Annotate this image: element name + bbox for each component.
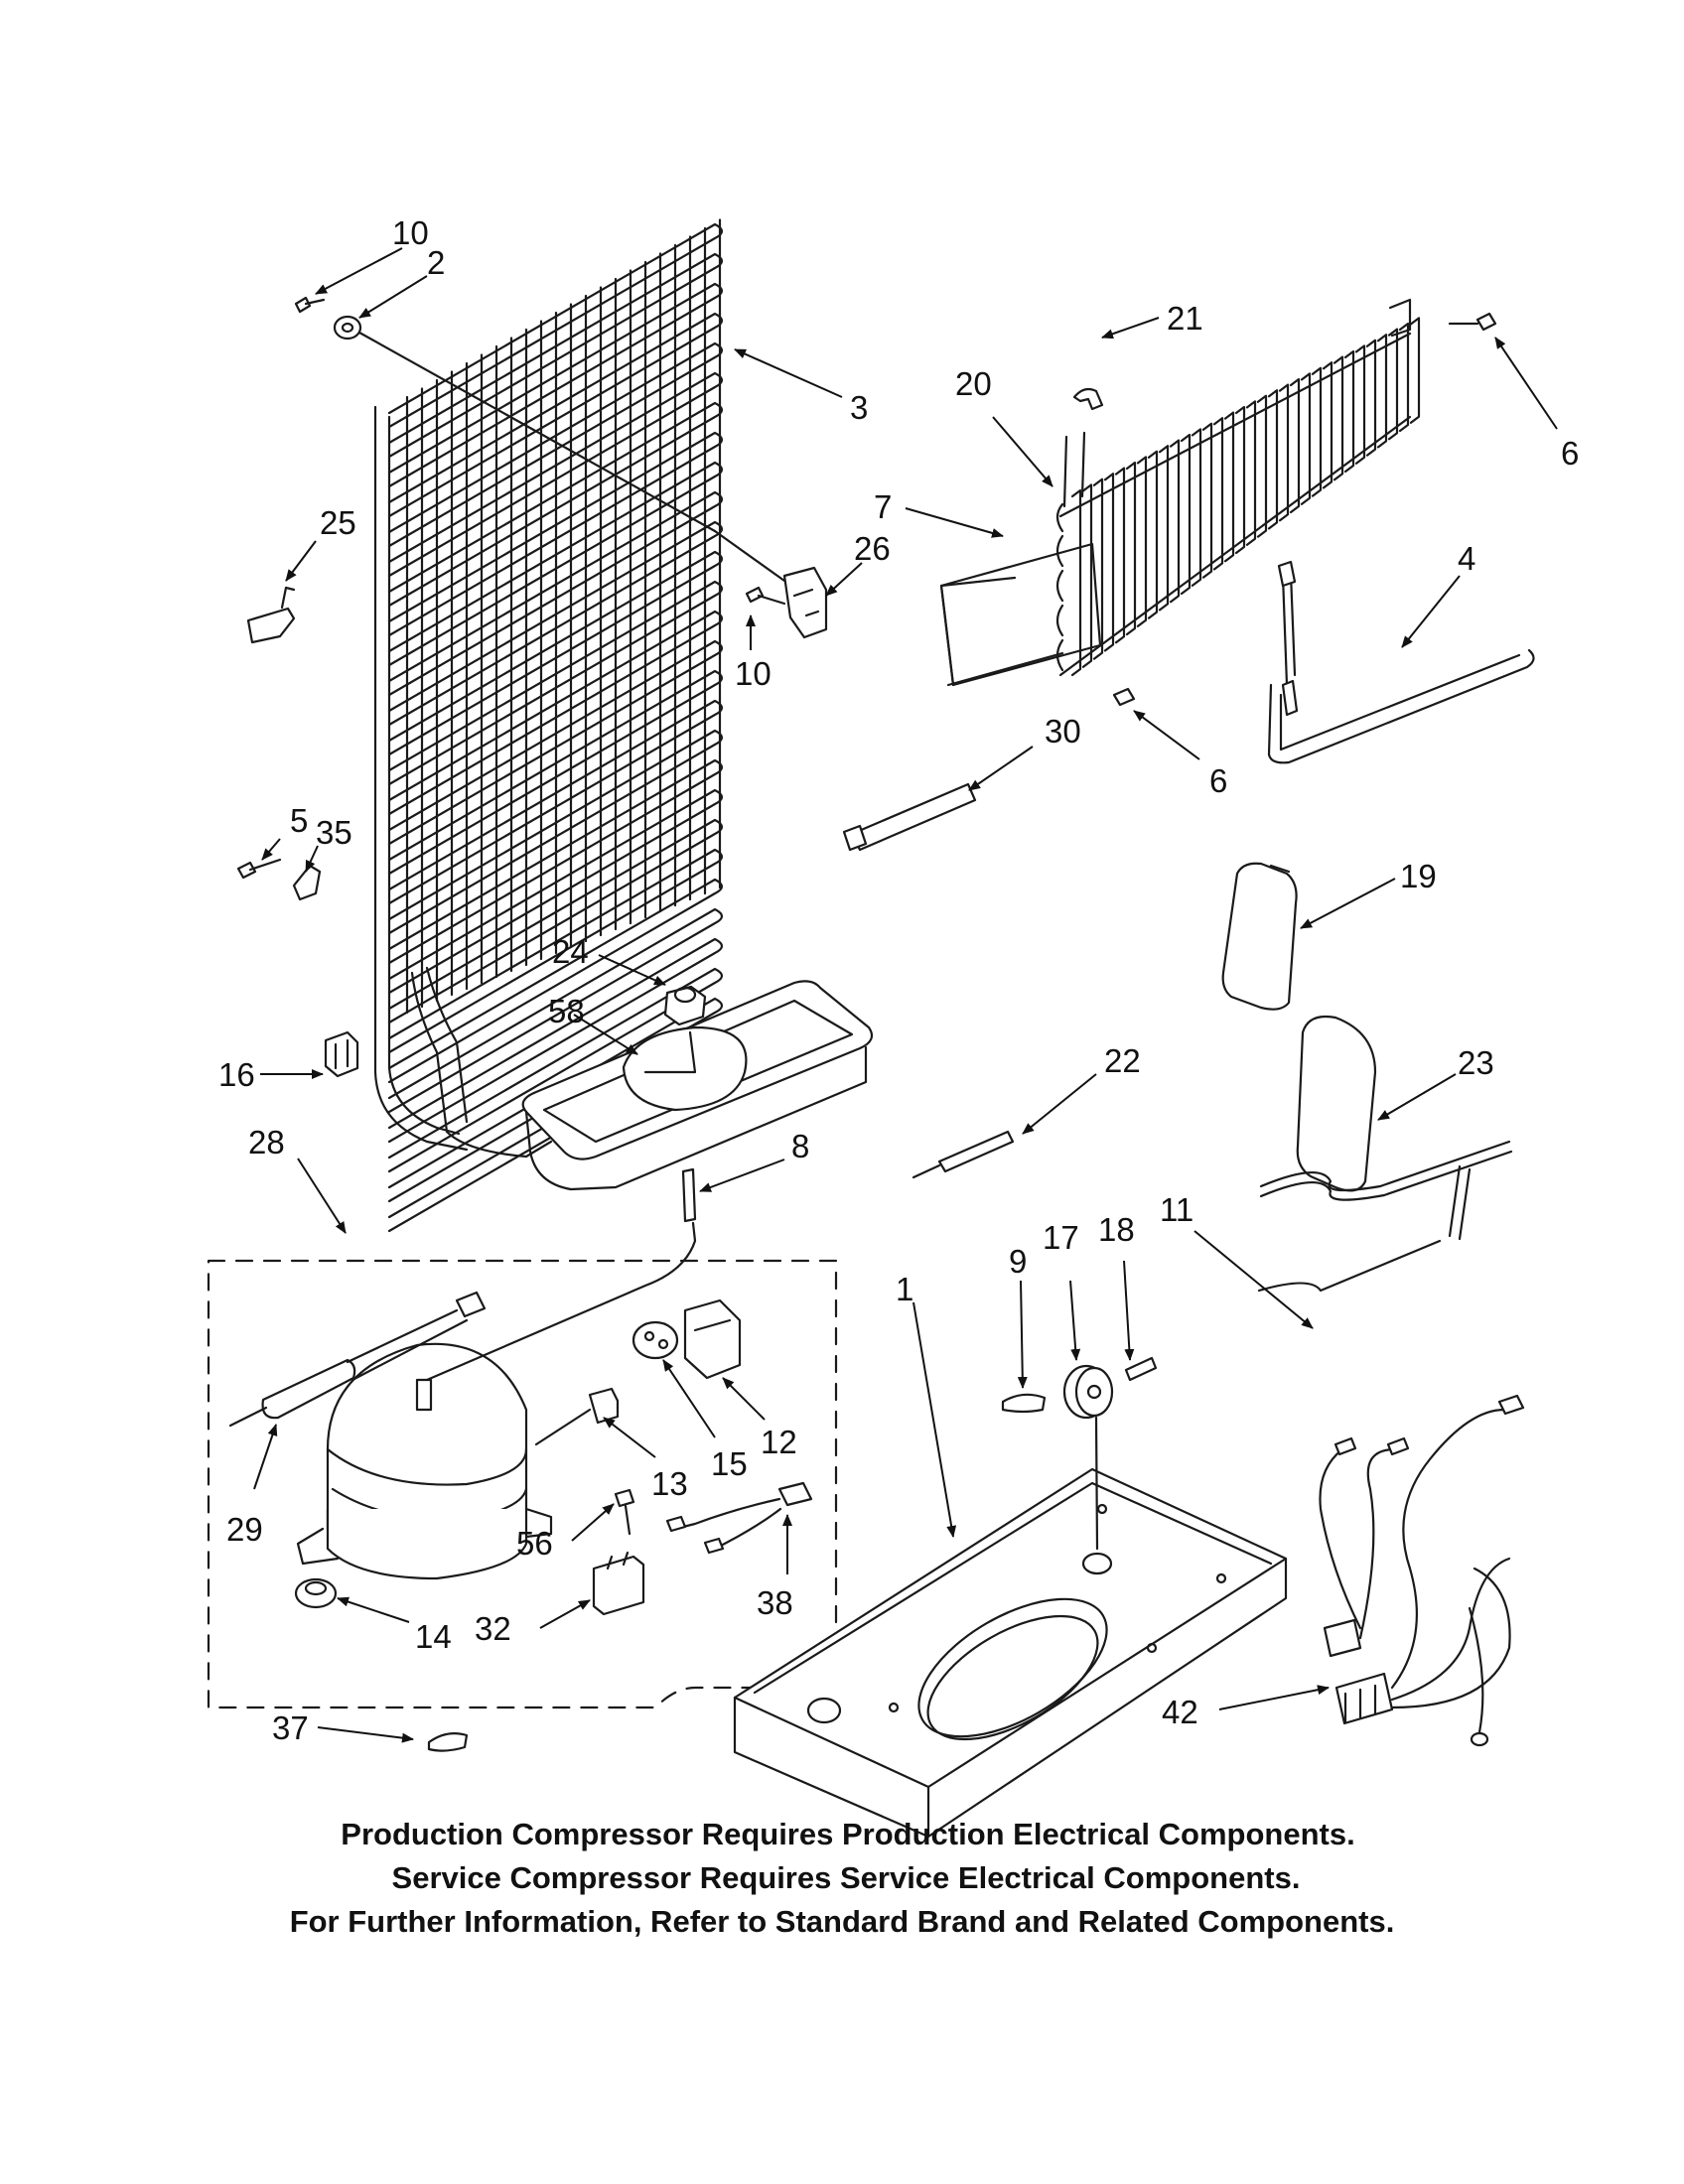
tube-22 [912, 1130, 1015, 1179]
callout-4: 4 [1458, 540, 1475, 577]
callout-58: 58 [548, 993, 585, 1029]
callout-37: 37 [272, 1709, 309, 1746]
clip-16 [324, 1030, 359, 1078]
relay-15 [632, 1320, 679, 1360]
callout-6: 6 [1209, 762, 1227, 799]
clip-37 [427, 1732, 469, 1752]
drain-pan [521, 980, 874, 1223]
callout-21: 21 [1167, 300, 1203, 337]
thermistor [842, 782, 977, 852]
callout-30: 30 [1045, 713, 1081, 750]
callout-labels: 10 2 3 25 26 10 5 35 24 58 16 28 8 20 21… [218, 214, 1579, 1746]
overload-12 [683, 1298, 742, 1380]
clip-25 [246, 586, 296, 644]
clip-13 [534, 1387, 620, 1446]
callout-7: 7 [874, 488, 892, 525]
callout-14: 14 [415, 1618, 452, 1655]
process-tube [425, 1221, 697, 1382]
footer-note-2: Service Compressor Requires Service Elec… [391, 1860, 1301, 1895]
callout-8: 8 [791, 1128, 809, 1164]
callout-28: 28 [248, 1124, 285, 1160]
callout-24: 24 [552, 933, 589, 970]
callout-6: 6 [1561, 435, 1579, 472]
callout-9: 9 [1009, 1243, 1027, 1280]
callout-35: 35 [316, 814, 352, 851]
insulation-19 [1221, 862, 1298, 1011]
screw-top [294, 296, 717, 533]
screw-56 [614, 1488, 635, 1536]
callout-11: 11 [1160, 1191, 1193, 1228]
footer-note-1: Production Compressor Requires Productio… [341, 1817, 1355, 1851]
callout-29: 29 [226, 1511, 263, 1548]
insulation-23 [1296, 1015, 1377, 1192]
callout-19: 19 [1400, 858, 1437, 894]
callout-22: 22 [1104, 1042, 1141, 1079]
callout-12: 12 [761, 1424, 797, 1460]
leader-lines [253, 247, 1558, 1743]
harness-38 [665, 1481, 813, 1555]
callout-20: 20 [955, 365, 992, 402]
condenser-coil [373, 218, 724, 1233]
compressor [296, 1342, 553, 1580]
callout-25: 25 [320, 504, 356, 541]
condenser-bracket [713, 529, 828, 639]
callout-56: 56 [516, 1525, 553, 1562]
grommet-14 [294, 1577, 338, 1609]
callout-10: 10 [735, 655, 772, 692]
callout-15: 15 [711, 1445, 748, 1482]
callout-3: 3 [850, 389, 868, 426]
callout-42: 42 [1162, 1694, 1198, 1730]
capacitor-32 [592, 1551, 645, 1616]
callout-16: 16 [218, 1056, 255, 1093]
defrost-heater [1267, 560, 1535, 764]
callout-2: 2 [427, 244, 445, 281]
callout-17: 17 [1043, 1219, 1079, 1256]
callout-26: 26 [854, 530, 891, 567]
callout-38: 38 [757, 1584, 793, 1621]
callout-32: 32 [475, 1610, 511, 1647]
callout-13: 13 [651, 1465, 688, 1502]
footer-note-3: For Further Information, Refer to Standa… [289, 1904, 1395, 1939]
roller-assembly [1001, 1356, 1158, 1551]
evaporator [939, 298, 1497, 707]
base-pan [733, 1467, 1288, 1839]
filter-drier [228, 1291, 487, 1428]
callout-10: 10 [392, 214, 429, 251]
wire-harness-42 [1319, 1394, 1525, 1747]
callout-5: 5 [290, 802, 308, 839]
callout-1: 1 [896, 1271, 913, 1307]
callout-23: 23 [1458, 1044, 1494, 1081]
callout-18: 18 [1098, 1211, 1135, 1248]
tube-11 [1257, 1140, 1513, 1293]
